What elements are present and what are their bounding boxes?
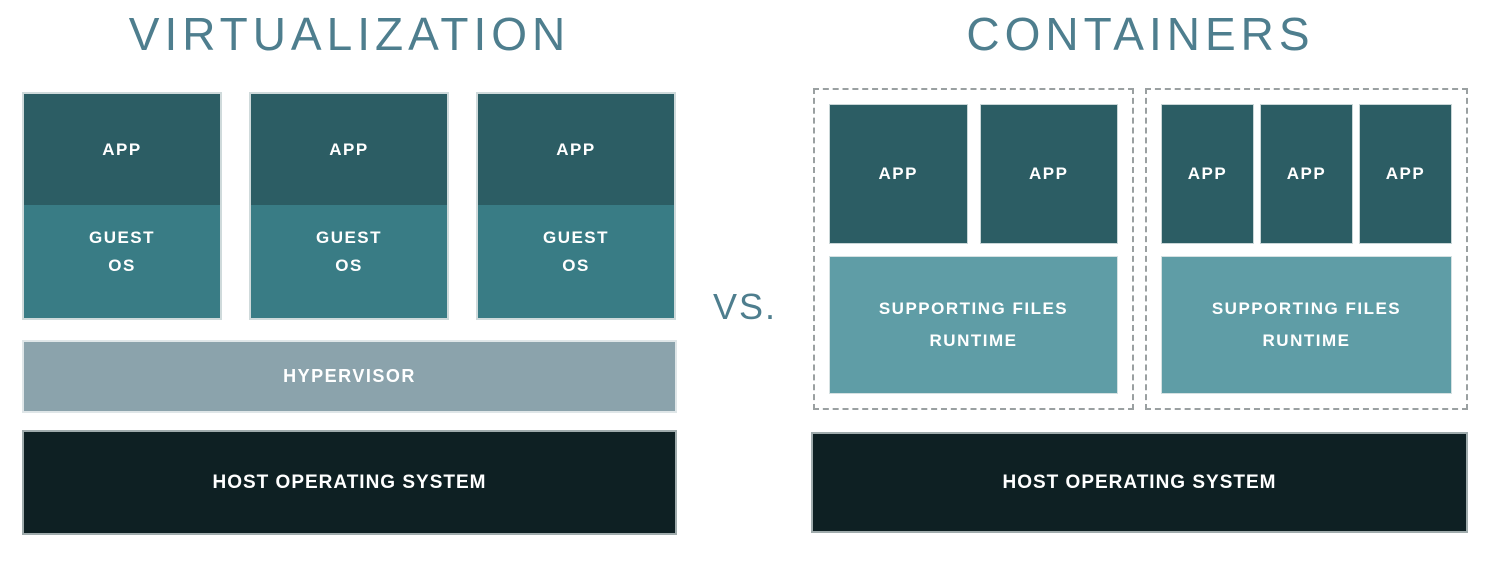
vm2-guest-os-block: GUEST OS: [251, 205, 447, 318]
vm1-app-label: APP: [102, 139, 142, 159]
container2-app-block-3: APP: [1359, 104, 1452, 244]
container2-runtime-label: RUNTIME: [1262, 330, 1351, 350]
vm2-guest-os-label-line2: OS: [335, 255, 363, 275]
vm3-app-label: APP: [556, 139, 596, 159]
vm-stack-2: APP GUEST OS: [249, 92, 449, 320]
container1-app-block-1: APP: [829, 104, 968, 244]
versus-label: VS.: [712, 286, 778, 327]
vm3-app-block: APP: [478, 94, 674, 205]
vm2-app-label: APP: [329, 139, 369, 159]
container2-app-label-3: APP: [1385, 163, 1426, 183]
container-group-1: APP APP SUPPORTING FILES RUNTIME: [813, 88, 1134, 410]
vm1-guest-os-label-line1: GUEST: [88, 228, 156, 248]
vm1-app-block: APP: [24, 94, 220, 205]
host-os-label-left: HOST OPERATING SYSTEM: [212, 471, 487, 493]
container1-supporting-files-block: SUPPORTING FILES RUNTIME: [829, 255, 1118, 394]
vm3-guest-os-label-line1: GUEST: [542, 228, 610, 248]
host-os-block-right: HOST OPERATING SYSTEM: [811, 432, 1468, 533]
container2-app-block-2: APP: [1260, 104, 1353, 244]
vm1-guest-os-label-line2: OS: [108, 255, 136, 275]
container-group-2-apps-row: APP APP APP: [1161, 104, 1452, 244]
container2-app-label-2: APP: [1286, 163, 1327, 183]
host-os-block-left: HOST OPERATING SYSTEM: [22, 430, 677, 535]
hypervisor-block: HYPERVISOR: [22, 340, 677, 413]
container-group-1-apps-row: APP APP: [829, 104, 1118, 244]
container-group-2: APP APP APP SUPPORTING FILES RUNTIME: [1145, 88, 1468, 410]
container2-supporting-files-block: SUPPORTING FILES RUNTIME: [1161, 255, 1452, 394]
vm3-guest-os-block: GUEST OS: [478, 205, 674, 318]
container1-app-block-2: APP: [979, 104, 1118, 244]
vm2-app-block: APP: [251, 94, 447, 205]
vm-stack-3: APP GUEST OS: [476, 92, 676, 320]
container2-app-label-1: APP: [1187, 163, 1228, 183]
vm2-guest-os-label-line1: GUEST: [315, 228, 383, 248]
container1-app-label-2: APP: [1029, 163, 1069, 183]
vm1-guest-os-block: GUEST OS: [24, 205, 220, 318]
container2-supporting-files-label: SUPPORTING FILES: [1211, 298, 1402, 318]
virtualization-title: VIRTUALIZATION: [128, 8, 571, 60]
containers-title: CONTAINERS: [966, 8, 1315, 60]
vm-stack-1: APP GUEST OS: [22, 92, 222, 320]
container1-supporting-files-label: SUPPORTING FILES: [878, 298, 1069, 318]
host-os-label-right: HOST OPERATING SYSTEM: [1002, 471, 1277, 493]
container2-app-block-1: APP: [1161, 104, 1254, 244]
vm3-guest-os-label-line2: OS: [562, 255, 590, 275]
container1-app-label-1: APP: [878, 163, 918, 183]
hypervisor-label: HYPERVISOR: [283, 366, 416, 386]
container1-runtime-label: RUNTIME: [929, 330, 1018, 350]
